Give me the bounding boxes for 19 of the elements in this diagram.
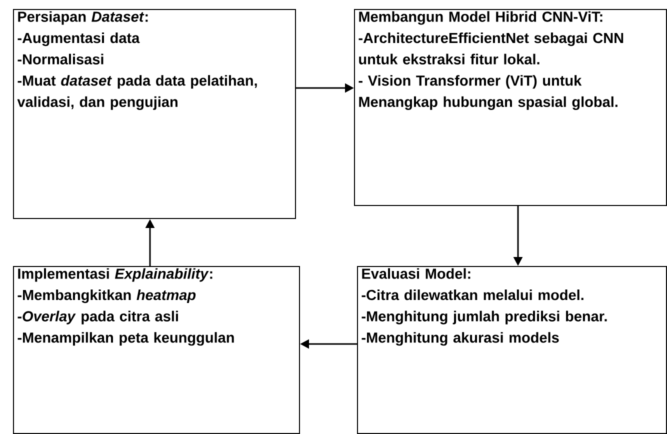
bullet-item: -Menghitung akurasi models <box>362 332 559 346</box>
bullet-item: - Vision Transformer (ViT) untuk Menangkap hubungan spasial global. <box>358 75 618 110</box>
process-box <box>13 9 296 219</box>
box-heading: Evaluasi Model: <box>362 268 470 279</box>
process-box <box>354 9 667 206</box>
bullet-item: -Overlay pada citra asli <box>18 310 178 324</box>
process-box <box>13 266 300 434</box>
bullet-item: -Muat dataset pada data pelatihan, validasi, dan pengujian <box>17 75 257 110</box>
box-heading: Implementasi Explainability: <box>18 268 212 282</box>
box-heading: Membangun Model Hibrid CNN-ViT: <box>359 11 602 25</box>
box-heading: Persiapan Dataset: <box>18 11 148 25</box>
bullet-item: -Menampilkan peta keunggulan <box>18 332 234 346</box>
bullet-item: -Citra dilewatkan melalui model. <box>362 290 584 300</box>
bullet-item: -Menghitung jumlah prediksi benar. <box>362 310 607 324</box>
bullet-item: -ArchitectureEfficientNet sebagai CNN untuk ekstraksi fitur lokal. <box>358 32 624 64</box>
bullet-item: -Normalisasi <box>18 54 104 64</box>
bullet-item: -Augmentasi data <box>18 32 140 46</box>
process-box <box>357 266 667 434</box>
bullet-item: -Membangkitkan heatmap <box>18 290 196 304</box>
